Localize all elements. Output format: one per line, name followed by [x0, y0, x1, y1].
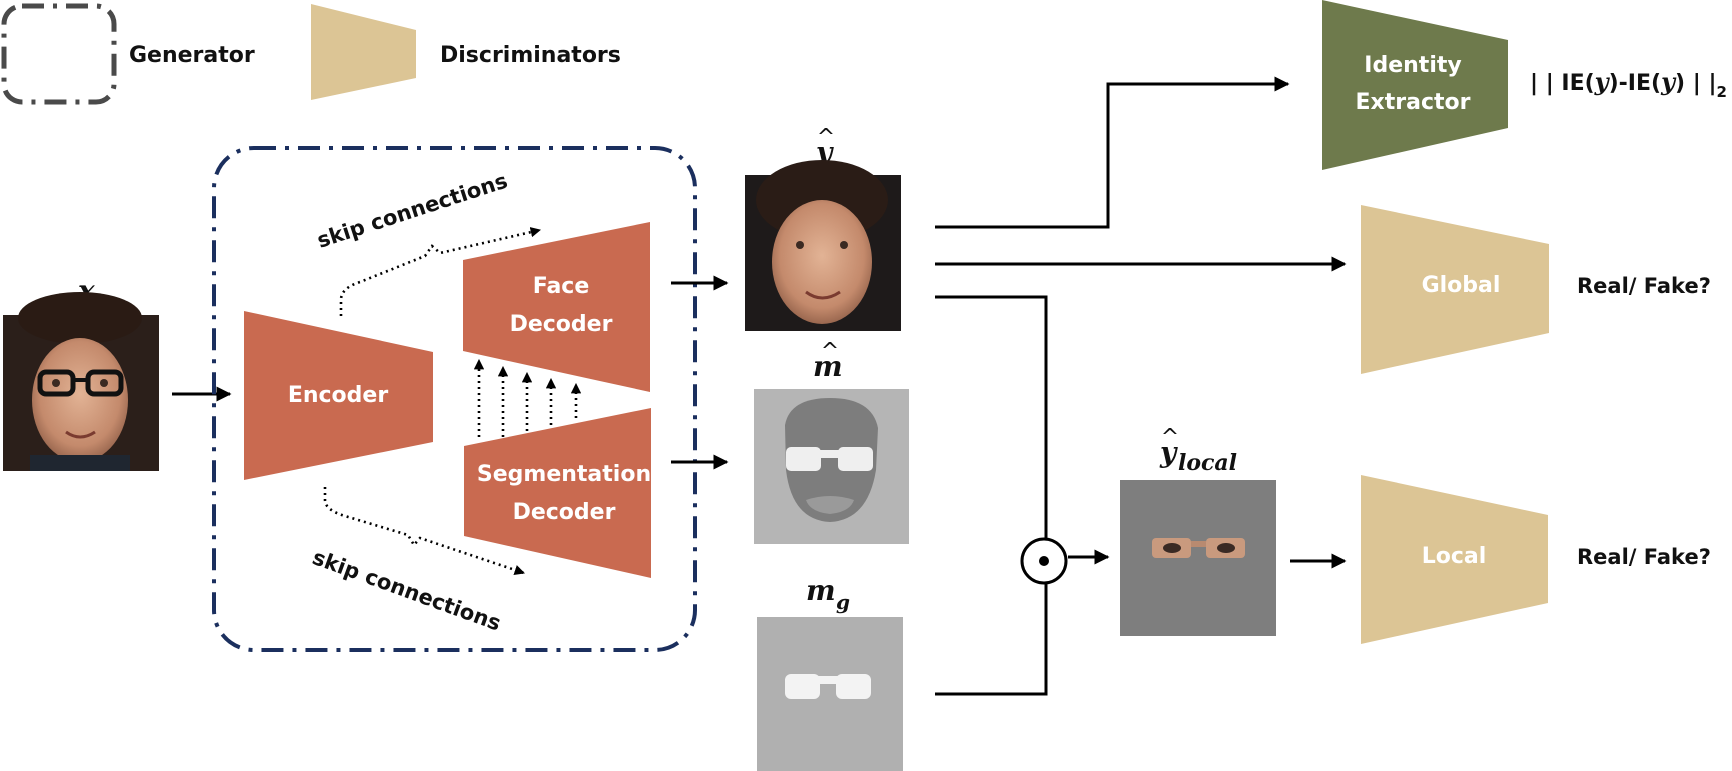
wire-output-to-operator: [935, 295, 1048, 540]
decoder-cross-connections: [473, 358, 582, 437]
mask-pred-hat-icon: ^: [821, 339, 839, 364]
segmentation-decoder-label-line2: Decoder: [513, 500, 616, 525]
global-output-label: Real/ Fake?: [1577, 274, 1711, 298]
mask-pred-image: [754, 389, 909, 544]
skip-connections-bottom-label: skip connections: [309, 545, 504, 635]
identity-loss-formula: | | IE(y)-IE(y) | |2: [1530, 67, 1727, 101]
legend-generator-swatch: [1, 3, 117, 105]
identity-extractor-label-line1: Identity: [1364, 53, 1461, 78]
identity-extractor-label-line2: Extractor: [1356, 90, 1471, 115]
identity-loss-suffix: ) | |: [1675, 71, 1716, 96]
output-face-image: [745, 160, 901, 331]
identity-loss-y: y: [1594, 67, 1611, 96]
mask-gt-image: [757, 617, 903, 771]
wire-mask-gt-to-operator: [935, 584, 1048, 696]
local-image: [1120, 480, 1276, 636]
encoder-block: [244, 311, 433, 480]
local-symbol: y: [1159, 436, 1178, 469]
global-discriminator-block: [1361, 205, 1549, 374]
wire-output-to-identity-extractor: [935, 76, 1290, 229]
local-hat-icon: ^: [1161, 425, 1179, 450]
legend: Generator Discriminators: [1, 3, 621, 105]
generator-border: [212, 146, 697, 652]
legend-discriminator-swatch: [311, 4, 416, 100]
face-decoder-label-line2: Decoder: [510, 312, 613, 337]
segmentation-decoder-label-line1: Segmentation: [477, 462, 651, 487]
legend-discriminators-label: Discriminators: [440, 43, 621, 68]
segmentation-decoder-block: [464, 408, 651, 578]
skip-connection-top: [339, 227, 542, 316]
local-output-label: Real/ Fake?: [1577, 545, 1711, 569]
mask-pred-symbol: m: [813, 350, 843, 383]
local-discriminator-block: [1361, 475, 1548, 644]
mask-gt-subscript: g: [836, 590, 850, 614]
identity-loss-subscript: 2: [1717, 83, 1727, 101]
output-hat-icon: ^: [817, 125, 835, 150]
encoder-label: Encoder: [288, 383, 389, 408]
identity-loss-yhat: y: [1660, 67, 1677, 96]
elementwise-product-operator: [1020, 537, 1068, 585]
global-discriminator-label: Global: [1422, 273, 1501, 298]
face-decoder-block: [463, 222, 650, 392]
identity-loss-prefix: | | IE(: [1530, 71, 1595, 96]
skip-connections-top-label: skip connections: [314, 169, 510, 253]
local-discriminator-label: Local: [1422, 544, 1487, 569]
face-decoder-label-line1: Face: [533, 274, 590, 299]
identity-loss-mid: )-IE(: [1609, 71, 1661, 96]
local-subscript: local: [1178, 450, 1237, 476]
svg-text:| | IE(y)-IE(y) | |2: | | IE(y)-IE(y) | |2: [1530, 67, 1727, 101]
identity-extractor-block: [1322, 0, 1508, 170]
input-face-image: [3, 292, 159, 471]
legend-generator-label: Generator: [129, 43, 255, 68]
mask-gt-symbol: m: [806, 574, 836, 607]
